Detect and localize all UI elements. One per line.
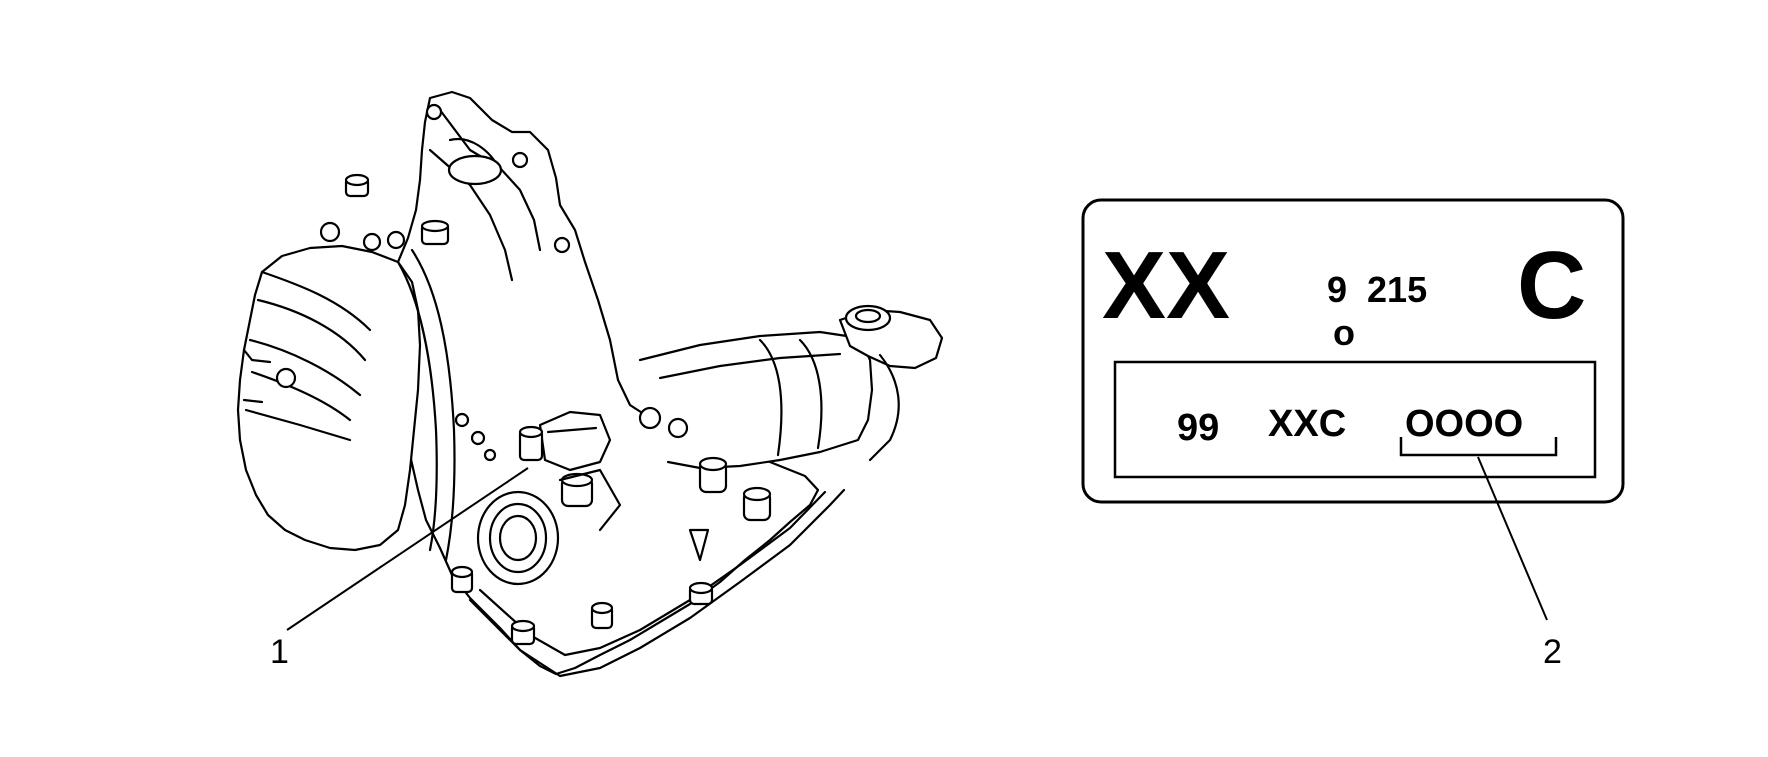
callout-1-leader: [286, 467, 529, 631]
callout-1-number: 1: [270, 633, 289, 671]
label-top-mid-sub: o: [1333, 312, 1355, 353]
callout-2-leader: [1477, 456, 1548, 621]
label-top-mid-code: 9 215: [1327, 269, 1427, 310]
label-inner-box: [1113, 360, 1597, 479]
label-row-a: 99: [1177, 407, 1219, 449]
label-top-left-code: XX: [1102, 232, 1230, 339]
label-row-c: OOOO: [1405, 403, 1523, 445]
label-row-b: XXC: [1268, 403, 1346, 445]
id-label-plate: XX 9 215 o C 99 XXC OOOO: [1081, 198, 1625, 504]
label-top-right-code: C: [1517, 232, 1586, 339]
oil-pan: [468, 488, 846, 678]
serial-bracket: [1399, 437, 1558, 457]
converter-housing: [236, 244, 422, 552]
transmission-illustration: [236, 90, 944, 678]
callout-2-number: 2: [1543, 633, 1562, 671]
extension-housing: [638, 330, 874, 470]
vin-stamp-pad: [538, 410, 612, 472]
